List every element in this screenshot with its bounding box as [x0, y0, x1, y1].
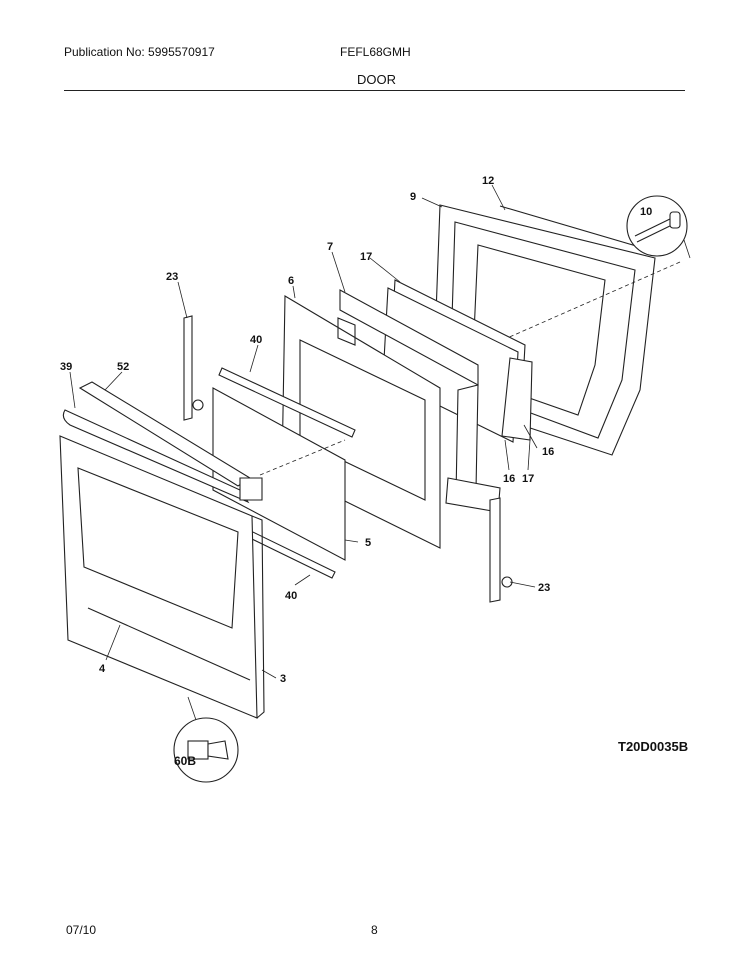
- callout-16-lower: 16: [503, 473, 515, 485]
- page-number: 8: [371, 923, 378, 937]
- callout-16-right: 16: [542, 446, 554, 458]
- callout-5: 5: [365, 537, 371, 549]
- header-divider: [64, 90, 685, 91]
- callout-6: 6: [288, 275, 294, 287]
- callout-52: 52: [117, 361, 129, 373]
- publication-number: Publication No: 5995570917: [64, 45, 215, 59]
- callout-17-top: 17: [360, 251, 372, 263]
- callout-40-top: 40: [250, 334, 262, 346]
- glass-bracket-top: [218, 367, 356, 438]
- hinge-right: [489, 497, 513, 603]
- drawing-number: T20D0035B: [618, 739, 689, 754]
- callout-9: 9: [410, 191, 416, 203]
- callout-40-bottom: 40: [285, 590, 297, 602]
- screw-60b-detail: [173, 696, 239, 783]
- exploded-door-diagram: 12 9 10 7 17 6 23 40 39 52 16 16 17 5 40…: [59, 175, 691, 783]
- hinge-left: [183, 315, 204, 421]
- section-title: DOOR: [357, 72, 396, 87]
- leader-lines: [69, 184, 538, 679]
- publication-date: 07/10: [66, 923, 97, 937]
- callout-3: 3: [280, 673, 286, 685]
- callout-23-right: 23: [538, 582, 550, 594]
- callout-60b: 60B: [174, 754, 196, 768]
- outer-door-front: [59, 435, 265, 719]
- callout-4: 4: [99, 663, 106, 675]
- callout-23-left: 23: [166, 271, 178, 283]
- callout-39: 39: [60, 361, 72, 373]
- callout-7: 7: [327, 241, 333, 253]
- model-number: FEFL68GMH: [340, 45, 411, 59]
- screw-detail-callout: [479, 195, 691, 351]
- door-handle: [62, 381, 263, 504]
- callout-12: 12: [482, 175, 494, 187]
- callout-17-lower: 17: [522, 473, 534, 485]
- callout-10: 10: [640, 206, 652, 218]
